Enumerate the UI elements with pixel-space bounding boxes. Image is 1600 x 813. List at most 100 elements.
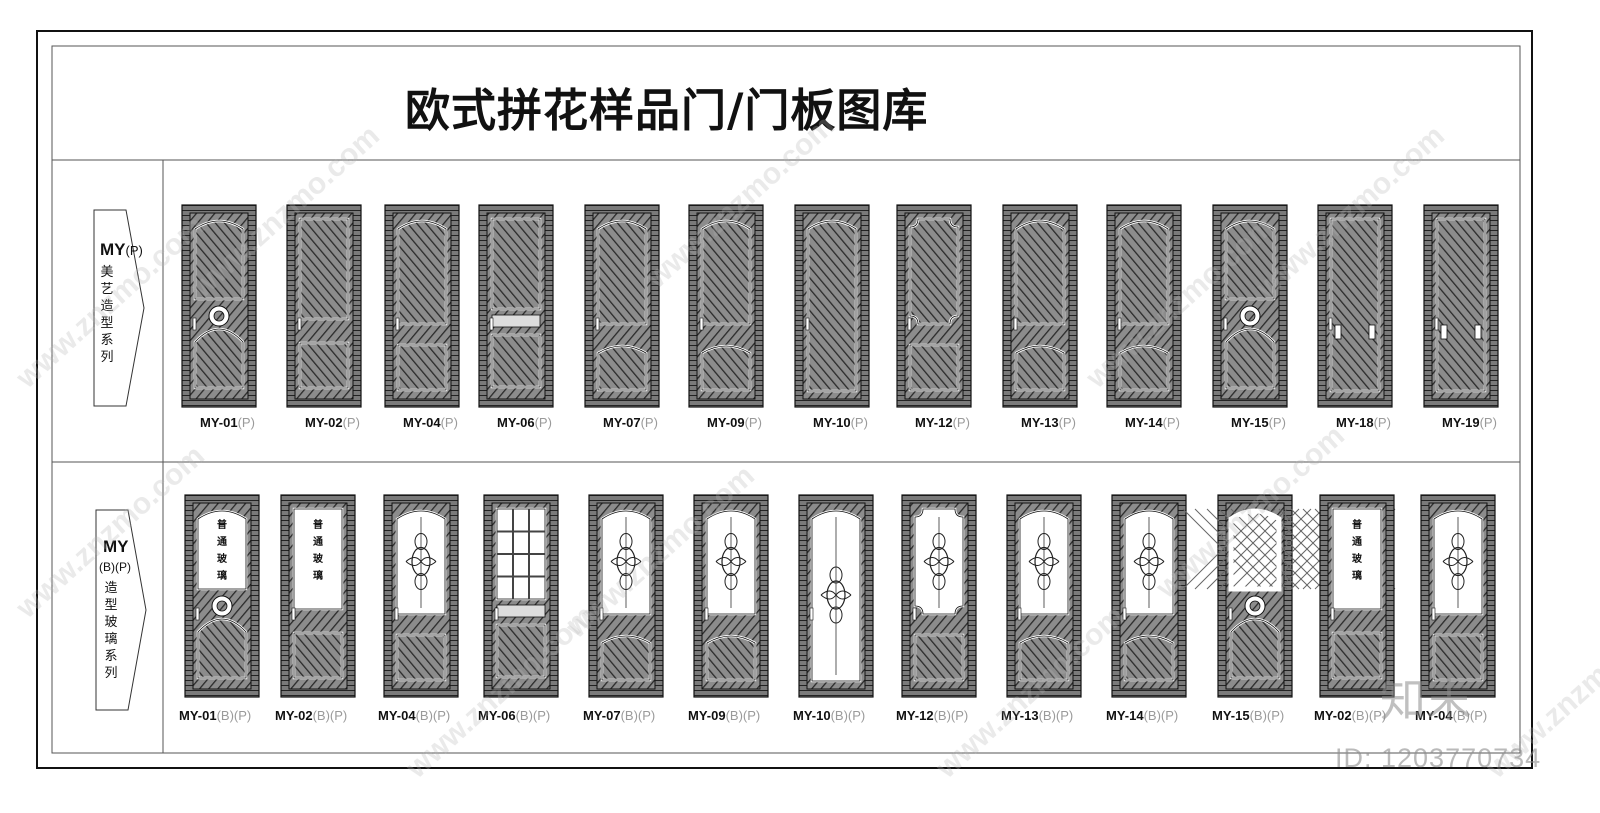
door-code-suffix: (P) [640,415,658,430]
door-2-8 [901,494,977,698]
door-1-12 [1317,204,1393,408]
door-2-1 [184,494,260,698]
door-code-suffix: (P) [1373,415,1391,430]
door-code: MY-01 [200,415,238,430]
door-code-suffix: (B)(P) [830,708,866,723]
glass-note: 普 通 玻 璃 [1352,520,1362,582]
door-1-7 [794,204,870,408]
door-caption: MY-14(B)(P) [1106,708,1178,723]
row-1-tag-arrow [93,209,145,407]
door-code-suffix: (P) [850,415,868,430]
door-caption: MY-01(B)(P) [179,708,251,723]
door-caption: MY-01(P) [200,415,255,430]
door-1-3 [384,204,460,408]
door-code-suffix: (P) [534,415,552,430]
door-code-suffix: (B)(P) [216,708,252,723]
door-code: MY-15 [1231,415,1269,430]
door-code-suffix: (B)(P) [415,708,451,723]
door-code-suffix: (P) [952,415,970,430]
door-code-suffix: (P) [1268,415,1286,430]
door-1-9 [1002,204,1078,408]
row-2-tag-arrow [95,509,147,711]
door-caption: MY-13(P) [1021,415,1076,430]
door-code: MY-10 [813,415,851,430]
door-code: MY-01 [179,708,217,723]
door-caption: MY-18(P) [1336,415,1391,430]
door-caption: MY-14(P) [1125,415,1180,430]
door-code: MY-02 [1314,708,1352,723]
door-caption: MY-07(P) [603,415,658,430]
door-code: MY-14 [1125,415,1163,430]
glass-note: 普 通 玻 璃 [313,520,323,582]
door-code: MY-07 [603,415,641,430]
door-caption: MY-15(B)(P) [1212,708,1284,723]
door-code: MY-06 [497,415,535,430]
door-code-suffix: (P) [342,415,360,430]
door-caption: MY-06(B)(P) [478,708,550,723]
door-code: MY-12 [896,708,934,723]
door-code-suffix: (B)(P) [312,708,348,723]
door-code: MY-13 [1001,708,1039,723]
door-1-5 [584,204,660,408]
door-code: MY-09 [688,708,726,723]
door-code-suffix: (B)(P) [1143,708,1179,723]
door-code: MY-14 [1106,708,1144,723]
door-code-suffix: (P) [1058,415,1076,430]
door-code-suffix: (P) [237,415,255,430]
door-code: MY-10 [793,708,831,723]
door-2-9 [1006,494,1082,698]
door-2-2 [280,494,356,698]
row-1-code: MY(P) [100,240,143,259]
door-caption: MY-09(B)(P) [688,708,760,723]
door-caption: MY-04(B)(P) [1415,708,1487,723]
door-caption: MY-12(B)(P) [896,708,968,723]
door-1-11 [1212,204,1288,408]
door-1-2 [286,204,362,408]
door-code: MY-02 [275,708,313,723]
door-1-1 [181,204,257,408]
door-code-suffix: (B)(P) [1351,708,1387,723]
door-caption: MY-10(B)(P) [793,708,865,723]
door-code-suffix: (B)(P) [515,708,551,723]
door-caption: MY-04(B)(P) [378,708,450,723]
door-code: MY-02 [305,415,343,430]
door-2-5 [588,494,664,698]
door-2-4 [483,494,559,698]
door-2-12 [1319,494,1395,698]
door-2-13 [1420,494,1496,698]
door-caption: MY-04(P) [403,415,458,430]
door-code-suffix: (P) [440,415,458,430]
door-code: MY-19 [1442,415,1480,430]
door-caption: MY-09(P) [707,415,762,430]
door-code: MY-04 [403,415,441,430]
watermark-id: ID: 1203770734 [1335,743,1542,773]
door-1-8 [896,204,972,408]
door-code-suffix: (P) [744,415,762,430]
glass-note: 普 通 玻 璃 [217,520,227,582]
door-1-6 [688,204,764,408]
row-2-series-name: 造 型 玻 璃 系 列 [104,581,118,681]
door-caption: MY-06(P) [497,415,552,430]
door-code-suffix: (B)(P) [620,708,656,723]
door-caption: MY-10(P) [813,415,868,430]
door-2-10 [1111,494,1187,698]
door-1-10 [1106,204,1182,408]
door-code: MY-18 [1336,415,1374,430]
door-2-11 [1182,494,1396,698]
door-code-suffix: (B)(P) [933,708,969,723]
door-2-6 [693,494,769,698]
door-1-4 [478,204,554,408]
door-caption: MY-07(B)(P) [583,708,655,723]
door-code-suffix: (B)(P) [1038,708,1074,723]
door-caption: MY-12(P) [915,415,970,430]
sheet-border [36,30,1533,769]
door-code: MY-06 [478,708,516,723]
row-2-code-suffix: (B)(P) [99,560,131,574]
door-code-suffix: (B)(P) [1452,708,1488,723]
door-code: MY-04 [378,708,416,723]
door-2-7 [798,494,874,698]
door-code: MY-15 [1212,708,1250,723]
door-code-suffix: (B)(P) [725,708,761,723]
door-code: MY-12 [915,415,953,430]
